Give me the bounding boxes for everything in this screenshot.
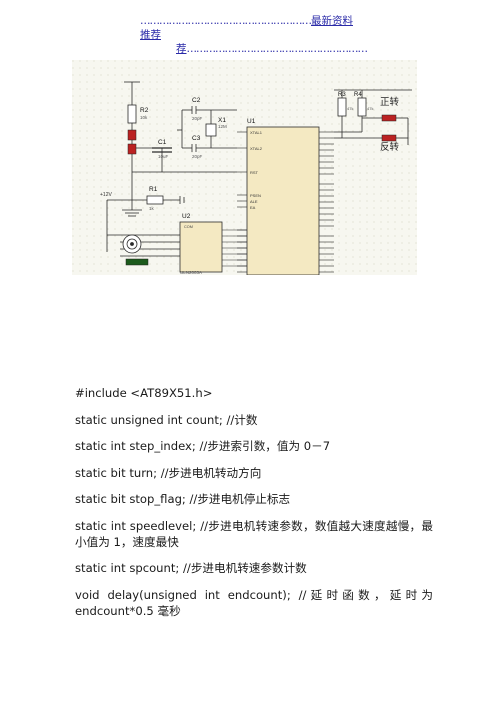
code-line-7: static int spcount; //步进电机转速参数计数	[75, 561, 307, 575]
oscillator	[177, 106, 237, 152]
code-line-5: static bit stop_flag; //步进电机停止标志	[75, 492, 291, 506]
forward-label: 正转	[380, 96, 400, 108]
forward-switch	[381, 114, 397, 122]
x1-label: X1	[218, 117, 226, 124]
r4-value: 47k	[367, 106, 373, 111]
code-line-4: static bit turn; //步进电机转动方向	[75, 465, 262, 480]
u1-psen: PSEN	[250, 193, 261, 198]
reset-switch-2	[127, 143, 137, 155]
c2-label: C2	[192, 97, 201, 104]
c1-label: C1	[158, 139, 167, 146]
header-link[interactable]: ………………………………………………最新资料推荐 荐………………………………………	[140, 15, 368, 55]
r2-value: 10k	[140, 115, 148, 120]
circuit-schematic: R2 10k C1 10uF C2 20pF X1 12M C3 20pF	[72, 60, 417, 275]
code-line-2: static unsigned int count; //计数	[75, 412, 258, 427]
r1-label: R1	[149, 186, 158, 193]
reset-switch	[127, 129, 137, 141]
u1-ale: ALE	[250, 199, 258, 204]
code-text: #include <AT89X51.h> static unsigned int…	[75, 385, 433, 629]
c3-label: C3	[192, 135, 201, 142]
x1-value: 12M	[218, 124, 227, 129]
motor-base	[125, 258, 149, 266]
r3-label: R3	[338, 92, 346, 98]
u1-xtal2: XTAL2	[250, 146, 263, 151]
u1-rst: RST	[250, 170, 259, 175]
header-link-text[interactable]: 最新资料推荐	[140, 15, 353, 41]
c1-value: 10uF	[158, 154, 169, 159]
u2-label: U2	[182, 213, 191, 220]
u2-part: ULN2003A	[180, 270, 202, 275]
power-line	[106, 195, 185, 235]
stepper-motor	[106, 234, 180, 257]
header-link-tail[interactable]: 荐	[176, 43, 187, 55]
chip-u2	[179, 221, 223, 273]
u1-xtal1: XTAL1	[250, 130, 263, 135]
r2-label: R2	[140, 107, 149, 114]
direction-switches	[334, 89, 412, 145]
code-line-8: void delay(unsigned int endcount); //延时函…	[75, 587, 433, 618]
r4-label: R4	[354, 92, 362, 98]
capacitor-c1	[152, 147, 172, 153]
vcc-label: +12V	[100, 192, 112, 198]
code-line-1: #include <AT89X51.h>	[75, 386, 213, 400]
u1-ea: EA	[250, 205, 256, 210]
chip-u1	[246, 126, 320, 275]
code-line-3: static int step_index; //步进索引数，值为 0－7	[75, 439, 331, 453]
c2-value: 20pF	[192, 116, 203, 121]
reverse-label: 反转	[380, 141, 400, 153]
schematic-svg: R2 10k C1 10uF C2 20pF X1 12M C3 20pF	[72, 60, 417, 275]
r3-value: 47k	[347, 106, 353, 111]
c3-value: 20pF	[192, 154, 203, 159]
r1-value: 1k	[149, 206, 155, 211]
code-line-6: static int speedlevel; //步进电机转速参数，数值越大速度…	[75, 518, 433, 549]
u1-label: U1	[247, 118, 256, 125]
reverse-switch	[381, 134, 397, 142]
u2-com: COM	[184, 225, 193, 229]
